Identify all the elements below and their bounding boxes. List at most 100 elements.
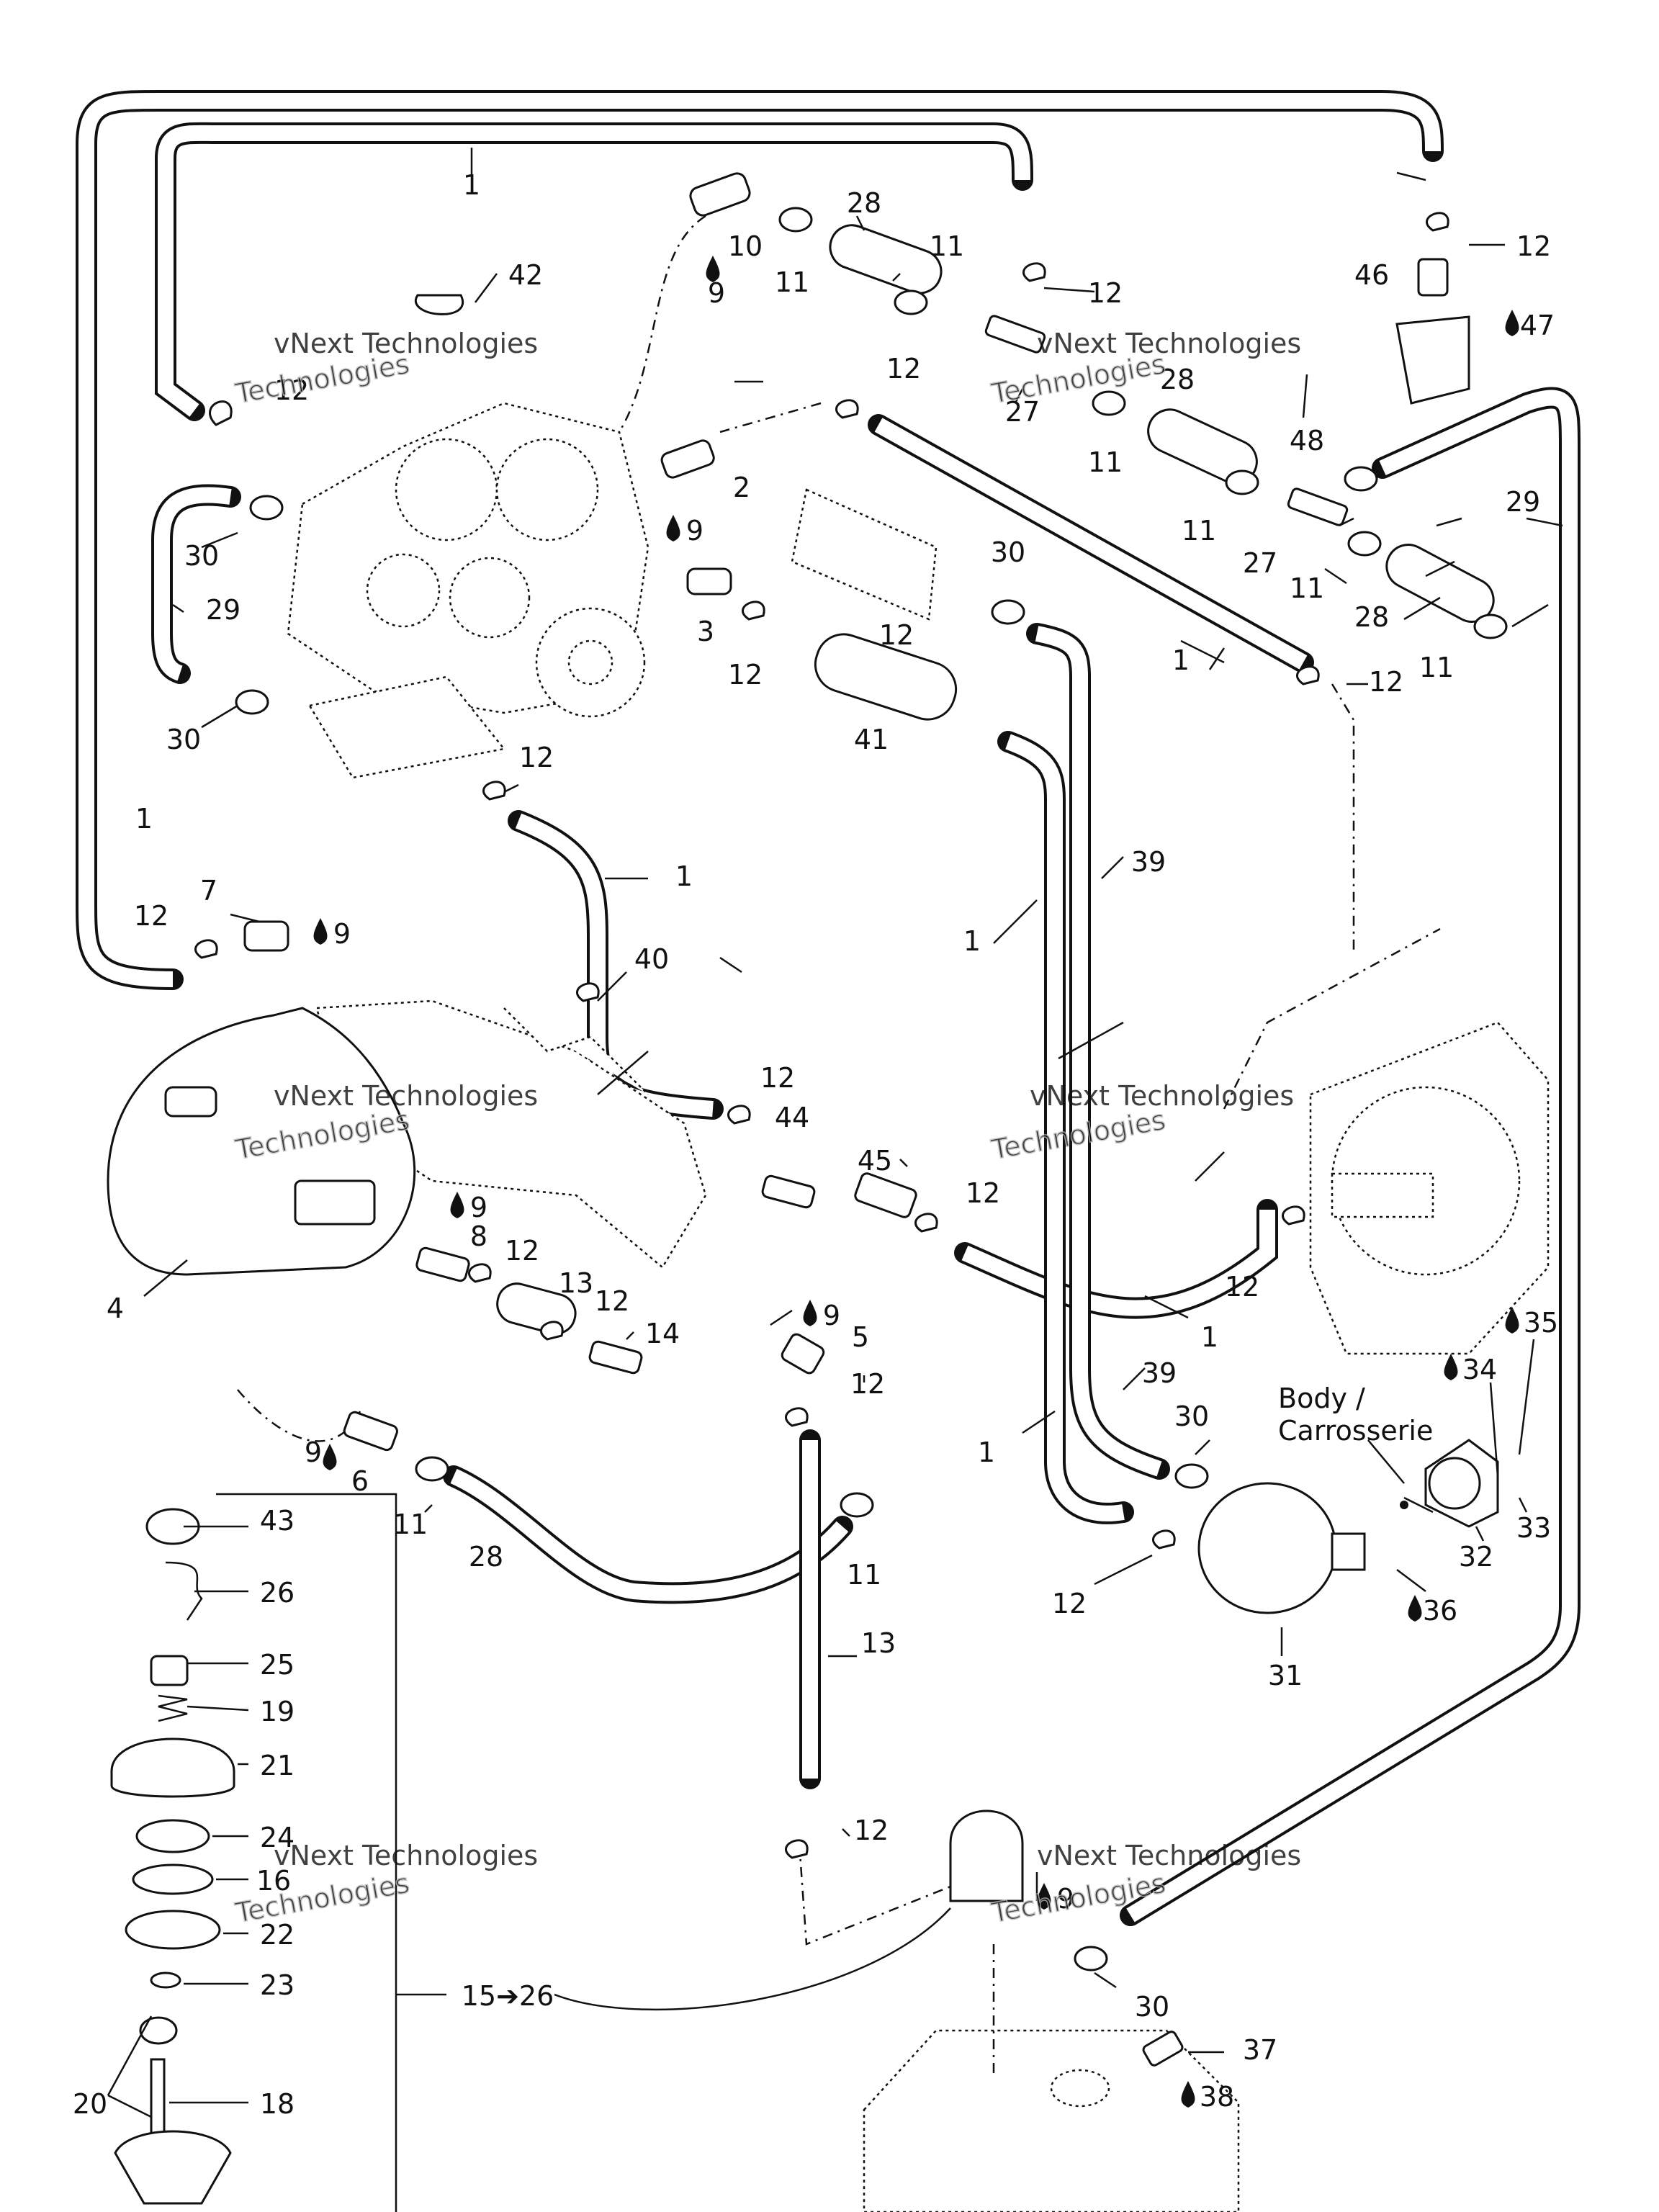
watermark-text: vNext Technologies <box>274 328 538 359</box>
hose-1-lower <box>954 1199 1278 1319</box>
callout-36: 36 <box>1423 1595 1457 1627</box>
callout-12: 12 <box>519 742 554 773</box>
sealant-drop-icon <box>1408 1595 1422 1622</box>
body-label: Body / Carrosserie <box>1278 1382 1433 1509</box>
callout-11: 11 <box>1182 515 1216 547</box>
callout-11: 11 <box>775 266 809 298</box>
callout-labels: 1 1 1 1 1 1 1 2 3 4 5 6 7 8 9 9 9 9 9 9 … <box>73 169 1558 2120</box>
sealant-drop-icon <box>313 918 328 945</box>
callout-30: 30 <box>1174 1401 1209 1432</box>
callout-30: 30 <box>1135 1991 1169 2023</box>
callout-15-26: 15➔26 <box>462 1980 554 2012</box>
callout-18: 18 <box>260 2088 295 2120</box>
sealant-drop-icon <box>1505 1307 1519 1334</box>
sealant-drop-icon <box>803 1300 817 1326</box>
watermark-text: vNext Technologies <box>1037 1840 1301 1871</box>
callout-1: 1 <box>978 1437 995 1468</box>
clamps <box>194 207 1508 1972</box>
callout-26: 26 <box>260 1577 295 1609</box>
callout-1: 1 <box>963 925 981 957</box>
callout-28: 28 <box>469 1541 503 1573</box>
callout-12: 12 <box>966 1177 1000 1209</box>
callout-12: 12 <box>1088 277 1123 309</box>
callout-7: 7 <box>200 875 217 907</box>
callout-1: 1 <box>1172 644 1190 676</box>
callout-1: 1 <box>675 860 693 892</box>
callout-12: 12 <box>595 1285 629 1317</box>
callout-9: 9 <box>305 1437 322 1468</box>
callout-12: 12 <box>886 353 921 385</box>
callout-40: 40 <box>634 943 669 975</box>
watermark-text: vNext Technologies <box>1030 1080 1294 1112</box>
callout-10: 10 <box>728 230 763 262</box>
callout-21: 21 <box>260 1750 295 1781</box>
callout-30: 30 <box>184 540 219 572</box>
callout-12: 12 <box>854 1815 889 1846</box>
callout-13: 13 <box>861 1627 896 1659</box>
callout-23: 23 <box>260 1969 295 2001</box>
callout-11: 11 <box>1290 572 1324 604</box>
leader-lines <box>107 148 1563 2212</box>
sealant-drop-icon <box>706 256 720 282</box>
callout-28: 28 <box>847 187 881 219</box>
fittings <box>243 172 1499 2067</box>
sealant-drop-icon <box>323 1444 337 1470</box>
callout-20: 20 <box>73 2088 107 2120</box>
callout-3: 3 <box>697 616 714 647</box>
sealant-drop-icon <box>1505 310 1519 336</box>
callout-32: 32 <box>1459 1541 1493 1573</box>
watermark-text: vNext Technologies <box>1037 328 1301 359</box>
callout-34: 34 <box>1462 1354 1497 1385</box>
callout-24: 24 <box>260 1822 295 1853</box>
callout-25: 25 <box>260 1649 295 1681</box>
callout-12: 12 <box>850 1368 885 1400</box>
flow-lines <box>237 215 1441 2074</box>
callout-12: 12 <box>728 659 763 691</box>
callout-22: 22 <box>260 1919 295 1951</box>
callout-42: 42 <box>508 259 543 291</box>
callout-11: 11 <box>1419 652 1454 683</box>
heat-exchanger <box>791 488 958 721</box>
callout-30: 30 <box>991 536 1025 568</box>
callout-6: 6 <box>351 1465 369 1497</box>
callout-16: 16 <box>256 1865 291 1897</box>
sealant-drop-icon <box>666 515 680 541</box>
callout-12: 12 <box>1516 230 1551 262</box>
callout-33: 33 <box>1516 1512 1551 1544</box>
sealant-drop-icon <box>1037 1883 1051 1910</box>
callout-27: 27 <box>1243 547 1277 579</box>
callout-14: 14 <box>645 1318 680 1349</box>
callout-39: 39 <box>1131 846 1166 878</box>
body-label-line1: Body / <box>1278 1382 1365 1414</box>
callout-12: 12 <box>1369 666 1403 698</box>
callout-12: 12 <box>1225 1271 1259 1303</box>
body-label-line2: Carrosserie <box>1278 1415 1433 1447</box>
callout-9: 9 <box>823 1300 840 1331</box>
callout-13: 13 <box>559 1267 593 1299</box>
callout-47: 47 <box>1520 310 1555 341</box>
callout-1: 1 <box>135 803 153 835</box>
reservoir-tank <box>107 1007 416 1276</box>
callout-12: 12 <box>879 619 914 651</box>
callout-12: 12 <box>274 374 309 406</box>
callout-48: 48 <box>1290 425 1324 457</box>
callout-28: 28 <box>1354 601 1389 633</box>
callout-19: 19 <box>260 1696 295 1727</box>
callout-30: 30 <box>166 724 201 755</box>
callout-38: 38 <box>1200 2081 1234 2113</box>
callout-4: 4 <box>107 1292 124 1324</box>
callout-12: 12 <box>760 1062 795 1094</box>
callout-8: 8 <box>470 1220 487 1252</box>
callout-9: 9 <box>708 277 725 309</box>
callout-46: 46 <box>1354 259 1389 291</box>
expansion-tank <box>1197 1482 1366 1614</box>
watermark-text: vNext Technologies <box>274 1080 538 1112</box>
callout-9: 9 <box>333 918 351 950</box>
callout-41: 41 <box>854 724 889 755</box>
callout-43: 43 <box>260 1505 295 1537</box>
callout-35: 35 <box>1524 1307 1558 1339</box>
pump-cover-illustration <box>1309 1021 1550 1355</box>
callout-44: 44 <box>775 1102 809 1133</box>
callout-11: 11 <box>847 1559 881 1591</box>
